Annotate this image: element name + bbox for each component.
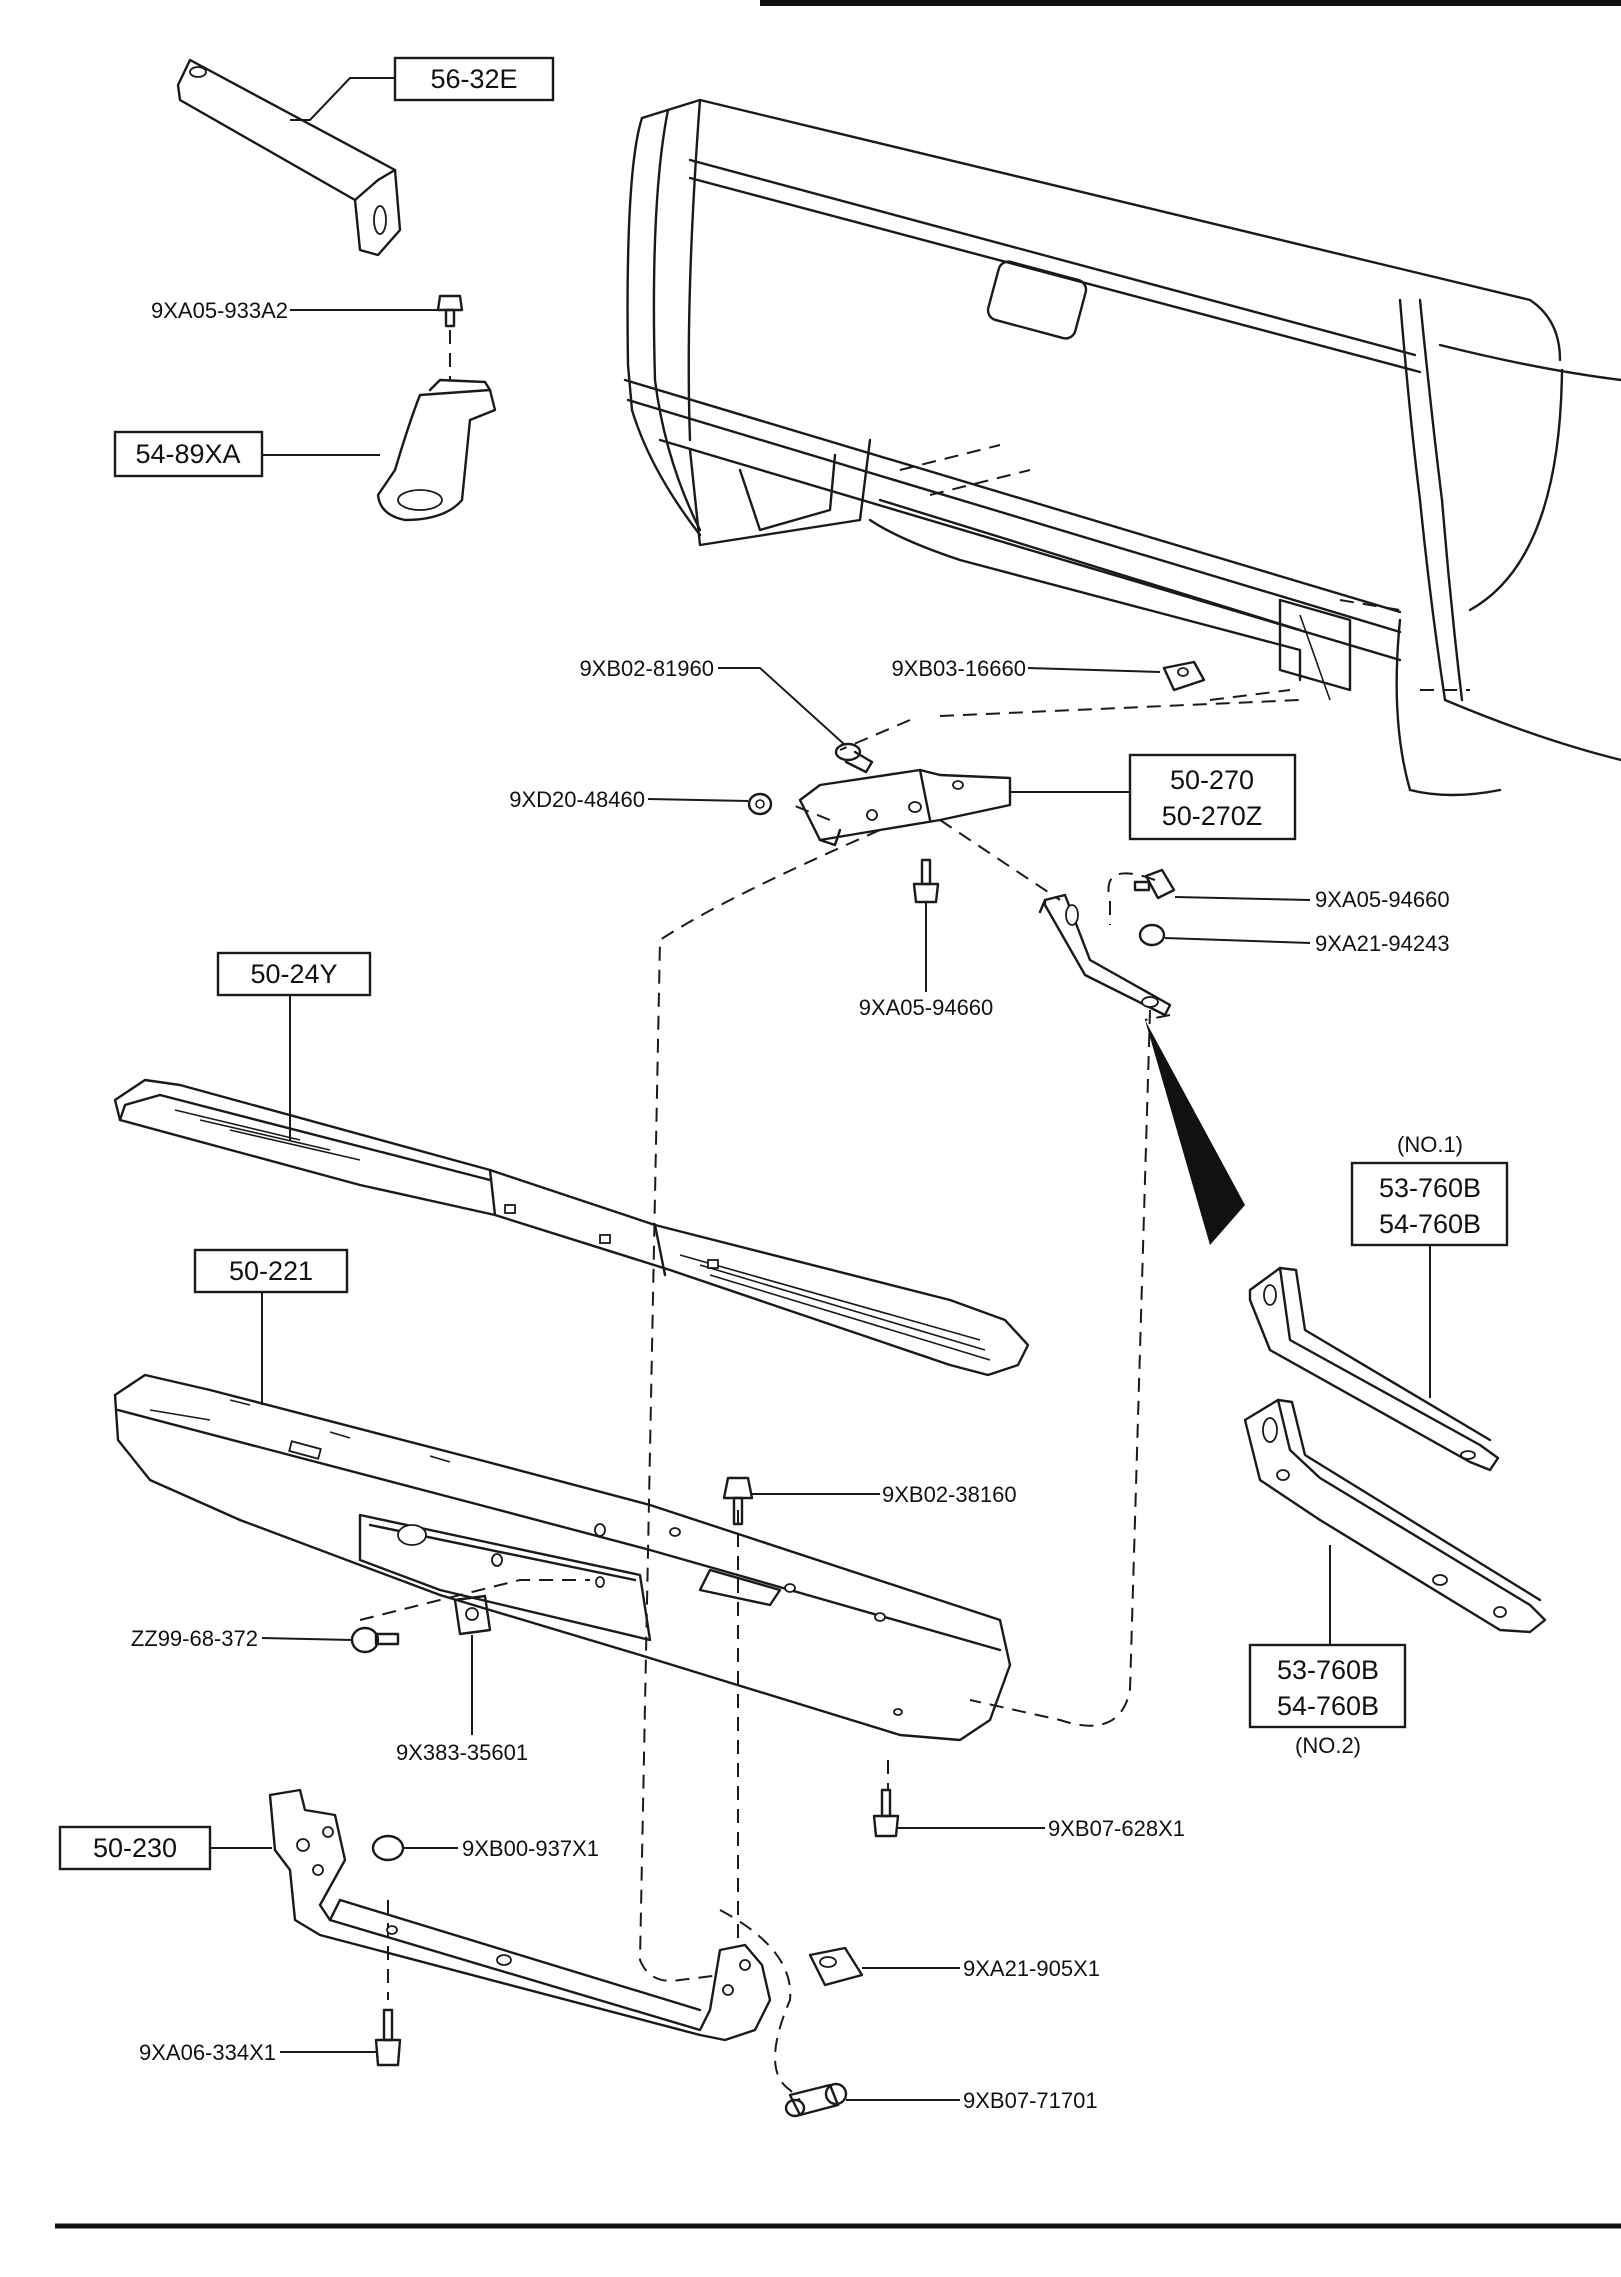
callout-box-no1 [1350,1161,1509,1247]
callout-50-221: 50-221 [229,1256,313,1286]
truck-tailgate-drawing [623,98,1621,797]
callout-no2-note: (NO.2) [1295,1733,1361,1758]
brace-no1-drawing [1248,1266,1500,1472]
step-pad-drawing [113,1078,1030,1377]
callout-9xb00-937x1: 9XB00-937X1 [462,1836,599,1861]
callout-56-32e: 56-32E [430,64,517,94]
fastener-b02-81960-drawing [834,742,874,774]
bumper-drawing [113,1373,1012,1742]
callout-box-no2 [1248,1643,1407,1729]
callout-box-50-230 [58,1825,212,1871]
callout-9xa21-905x1: 9XA21-905X1 [963,1956,1100,1981]
callout-9xa05-94660-right: 9XA05-94660 [1315,887,1450,912]
bolt-zz99-drawing [350,1626,400,1654]
callout-no2-line1: 53-760B [1277,1655,1379,1685]
callout-9xa05-94660-center: 9XA05-94660 [859,995,994,1020]
callout-9xb02-81960: 9XB02-81960 [579,656,714,681]
nut-a21-right-drawing [1138,923,1166,947]
callout-no1-line2: 54-760B [1379,1209,1481,1239]
callout-box-50-24y [216,951,372,997]
bolt-b07-628-drawing [872,1788,900,1838]
callout-9xa06-334x1: 9XA06-334X1 [139,2040,276,2065]
bolt-b07-717-drawing [784,2082,848,2118]
brace-no2-drawing [1243,1398,1547,1634]
callout-no2-line2: 54-760B [1277,1691,1379,1721]
frame-bracket-drawing [798,768,1012,847]
callout-9xd20-48460: 9XD20-48460 [509,787,645,812]
callout-54-89xa: 54-89XA [135,439,240,469]
nut-d20-drawing [747,792,773,816]
callout-50-24y: 50-24Y [250,959,337,989]
bolt-upper-drawing [436,294,464,380]
callout-9x383-35601: 9X383-35601 [396,1740,528,1765]
bolt-a05-right-drawing [1133,868,1176,900]
callout-9xa21-94243: 9XA21-94243 [1315,931,1450,956]
leader-lines [210,77,1431,2101]
nut-b00-drawing [371,1834,405,1862]
detail-arrow [1145,1020,1245,1245]
callout-box-56-32e [393,56,555,102]
callout-9xa05-933a2: 9XA05-933A2 [151,298,288,323]
callout-zz99-68-372: ZZ99-68-372 [131,1626,258,1651]
hitch-bracket-drawing [376,378,497,522]
callout-50-230: 50-230 [93,1833,177,1863]
l-bracket-drawing [1038,893,1172,1017]
callout-box-50-270 [1128,753,1297,841]
nut-383-drawing [453,1594,492,1636]
bolt-a06-drawing [374,2008,402,2067]
callout-box-54-89xa [113,430,264,478]
callout-9xb03-16660: 9XB03-16660 [891,656,1026,681]
callout-9xb07-628x1: 9XB07-628X1 [1048,1816,1185,1841]
assembly-dashed-lines [359,699,1301,2101]
clip-a21-905-drawing [808,1946,864,1987]
support-bar-drawing [268,1788,772,2042]
callout-9xb07-71701: 9XB07-71701 [963,2088,1098,2113]
callout-50-270: 50-270 [1170,765,1254,795]
callout-no1-note: (NO.1) [1397,1132,1463,1157]
callout-9xb02-38160: 9XB02-38160 [882,1482,1017,1507]
callout-50-270z: 50-270Z [1162,801,1263,831]
bolt-b02-38160-drawing [722,1476,754,1526]
bracket-56-32e-drawing [176,58,402,257]
callout-box-50-221 [193,1248,349,1294]
callout-no1-line1: 53-760B [1379,1173,1481,1203]
clip-b03-16660-drawing [1162,660,1206,692]
bolt-a05-center-drawing [912,858,940,985]
